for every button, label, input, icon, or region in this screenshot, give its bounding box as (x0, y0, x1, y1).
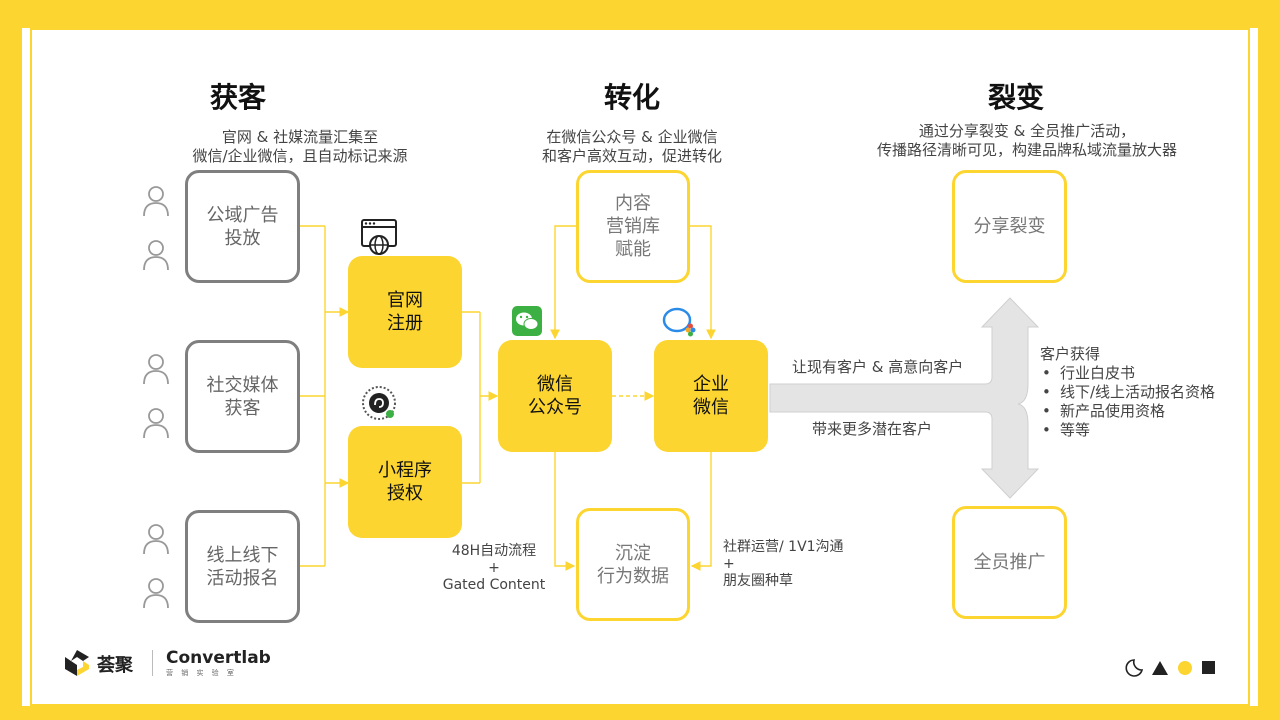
user-icon (143, 524, 169, 555)
user-icon (143, 578, 169, 609)
user-icon (143, 354, 169, 385)
split-arrow (769, 297, 1040, 499)
brand-name-en: Convertlab (166, 648, 271, 668)
benefits-title: 客户获得 (1040, 345, 1101, 363)
section-desc-fission: 通过分享裂变 & 全员推广活动， 传播路径清晰可见，构建品牌私域流量放大器 (876, 122, 1177, 159)
brand-en-block: Convertlab 营 销 实 验 室 (166, 648, 271, 678)
brand-logo-icon (65, 650, 89, 676)
section-desc-acquire: 官网 & 社媒流量汇集至 微信/企业微信，且自动标记来源 (192, 128, 408, 165)
staff-promotion-box: 全员推广 (952, 506, 1067, 619)
source-box-events: 线上线下 活动报名 (185, 510, 300, 623)
section-desc-convert: 在微信公众号 & 企业微信 和客户高效互动，促进转化 (541, 128, 722, 165)
benefits-list: 客户获得 行业白皮书 线下/线上活动报名资格 新产品使用资格 等等 (1040, 345, 1240, 440)
connector (554, 452, 576, 571)
wecom-box: 企业 微信 (654, 340, 768, 452)
auto-flow-label: 48H自动流程 + Gated Content (442, 543, 546, 593)
connector (690, 225, 716, 340)
benefit-item: 线下/线上活动报名资格 (1060, 383, 1240, 402)
circle-icon (1178, 661, 1192, 675)
square-icon (1202, 661, 1215, 674)
logo-divider (152, 650, 153, 676)
benefit-item: 行业白皮书 (1060, 364, 1240, 383)
wecom-icon (662, 307, 696, 337)
moon-icon (1125, 659, 1144, 677)
connector (550, 225, 576, 340)
user-icon (143, 408, 169, 439)
user-icon (143, 186, 169, 217)
wechat-official-box: 微信 公众号 (498, 340, 612, 452)
section-title-acquire: 获客 (209, 81, 266, 114)
entry-box-miniprogram: 小程序 授权 (348, 426, 462, 538)
decorative-shapes (1125, 659, 1215, 677)
brand-name-en-sub: 营 销 实 验 室 (166, 669, 237, 677)
browser-globe-icon (361, 219, 397, 255)
triangle-icon (1152, 661, 1168, 675)
behavior-data-box: 沉淀 行为数据 (576, 508, 690, 621)
section-title-convert: 转化 (603, 81, 660, 114)
benefit-item: 等等 (1060, 421, 1240, 440)
arrow-bottom-label: 带来更多潜在客户 (812, 420, 933, 438)
community-label: 社群运营/ 1V1沟通 + 朋友圈种草 (723, 539, 844, 589)
entry-box-website: 官网 注册 (348, 256, 462, 368)
user-icon (143, 240, 169, 271)
share-fission-box: 分享裂变 (952, 170, 1067, 283)
wechat-icon (512, 306, 542, 336)
source-box-social-media: 社交媒体 获客 (185, 340, 300, 453)
connector (690, 452, 712, 571)
source-box-public-ads: 公域广告 投放 (185, 170, 300, 283)
brand-name-cn: 荟聚 (97, 655, 133, 676)
section-title-fission: 裂变 (987, 81, 1044, 114)
content-library-box: 内容 营销库 赋能 (576, 170, 690, 283)
arrow-top-label: 让现有客户 & 高意向客户 (792, 358, 964, 376)
benefit-item: 新产品使用资格 (1060, 402, 1240, 421)
miniprogram-icon (362, 386, 396, 420)
